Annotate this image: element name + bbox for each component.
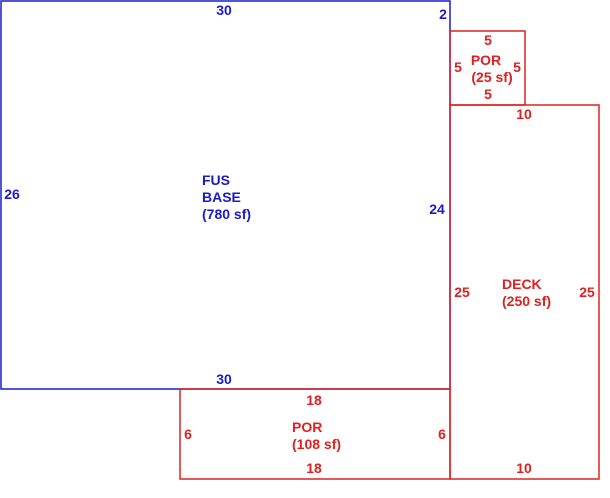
porch-large-dim-top: 18 — [306, 392, 322, 408]
porch-large-dim-left: 6 — [184, 426, 192, 442]
base-dim-right-lower: 24 — [429, 201, 445, 217]
porch-small-dim-right: 5 — [513, 59, 521, 75]
porch-small-name: POR — [471, 52, 501, 68]
base-dim-top: 30 — [216, 2, 232, 18]
porch-small-dim-left: 5 — [454, 59, 462, 75]
deck-name: DECK — [502, 276, 542, 292]
porch-large-dim-bottom: 18 — [306, 460, 322, 476]
porch-large-area: (108 sf) — [292, 436, 341, 452]
base-area: (780 sf) — [202, 206, 251, 222]
base-name-line1: FUS — [202, 172, 230, 188]
porch-large-name: POR — [292, 419, 322, 435]
porch-large-dim-right: 6 — [438, 426, 446, 442]
porch-small-dim-top: 5 — [484, 32, 492, 48]
base-dim-left: 26 — [4, 186, 20, 202]
deck-dim-bottom: 10 — [516, 460, 532, 476]
deck-outline — [449, 104, 600, 480]
porch-small-area: (25 sf) — [471, 69, 512, 85]
deck-dim-top: 10 — [516, 106, 532, 122]
deck-dim-right: 25 — [579, 284, 595, 300]
deck-area: (250 sf) — [502, 293, 551, 309]
porch-large-outline — [179, 388, 451, 480]
base-dim-bottom: 30 — [216, 371, 232, 387]
deck-dim-left: 25 — [454, 284, 470, 300]
base-dim-right-upper: 2 — [439, 6, 447, 22]
porch-small-dim-bottom: 5 — [484, 86, 492, 102]
base-name-line2: BASE — [202, 189, 241, 205]
